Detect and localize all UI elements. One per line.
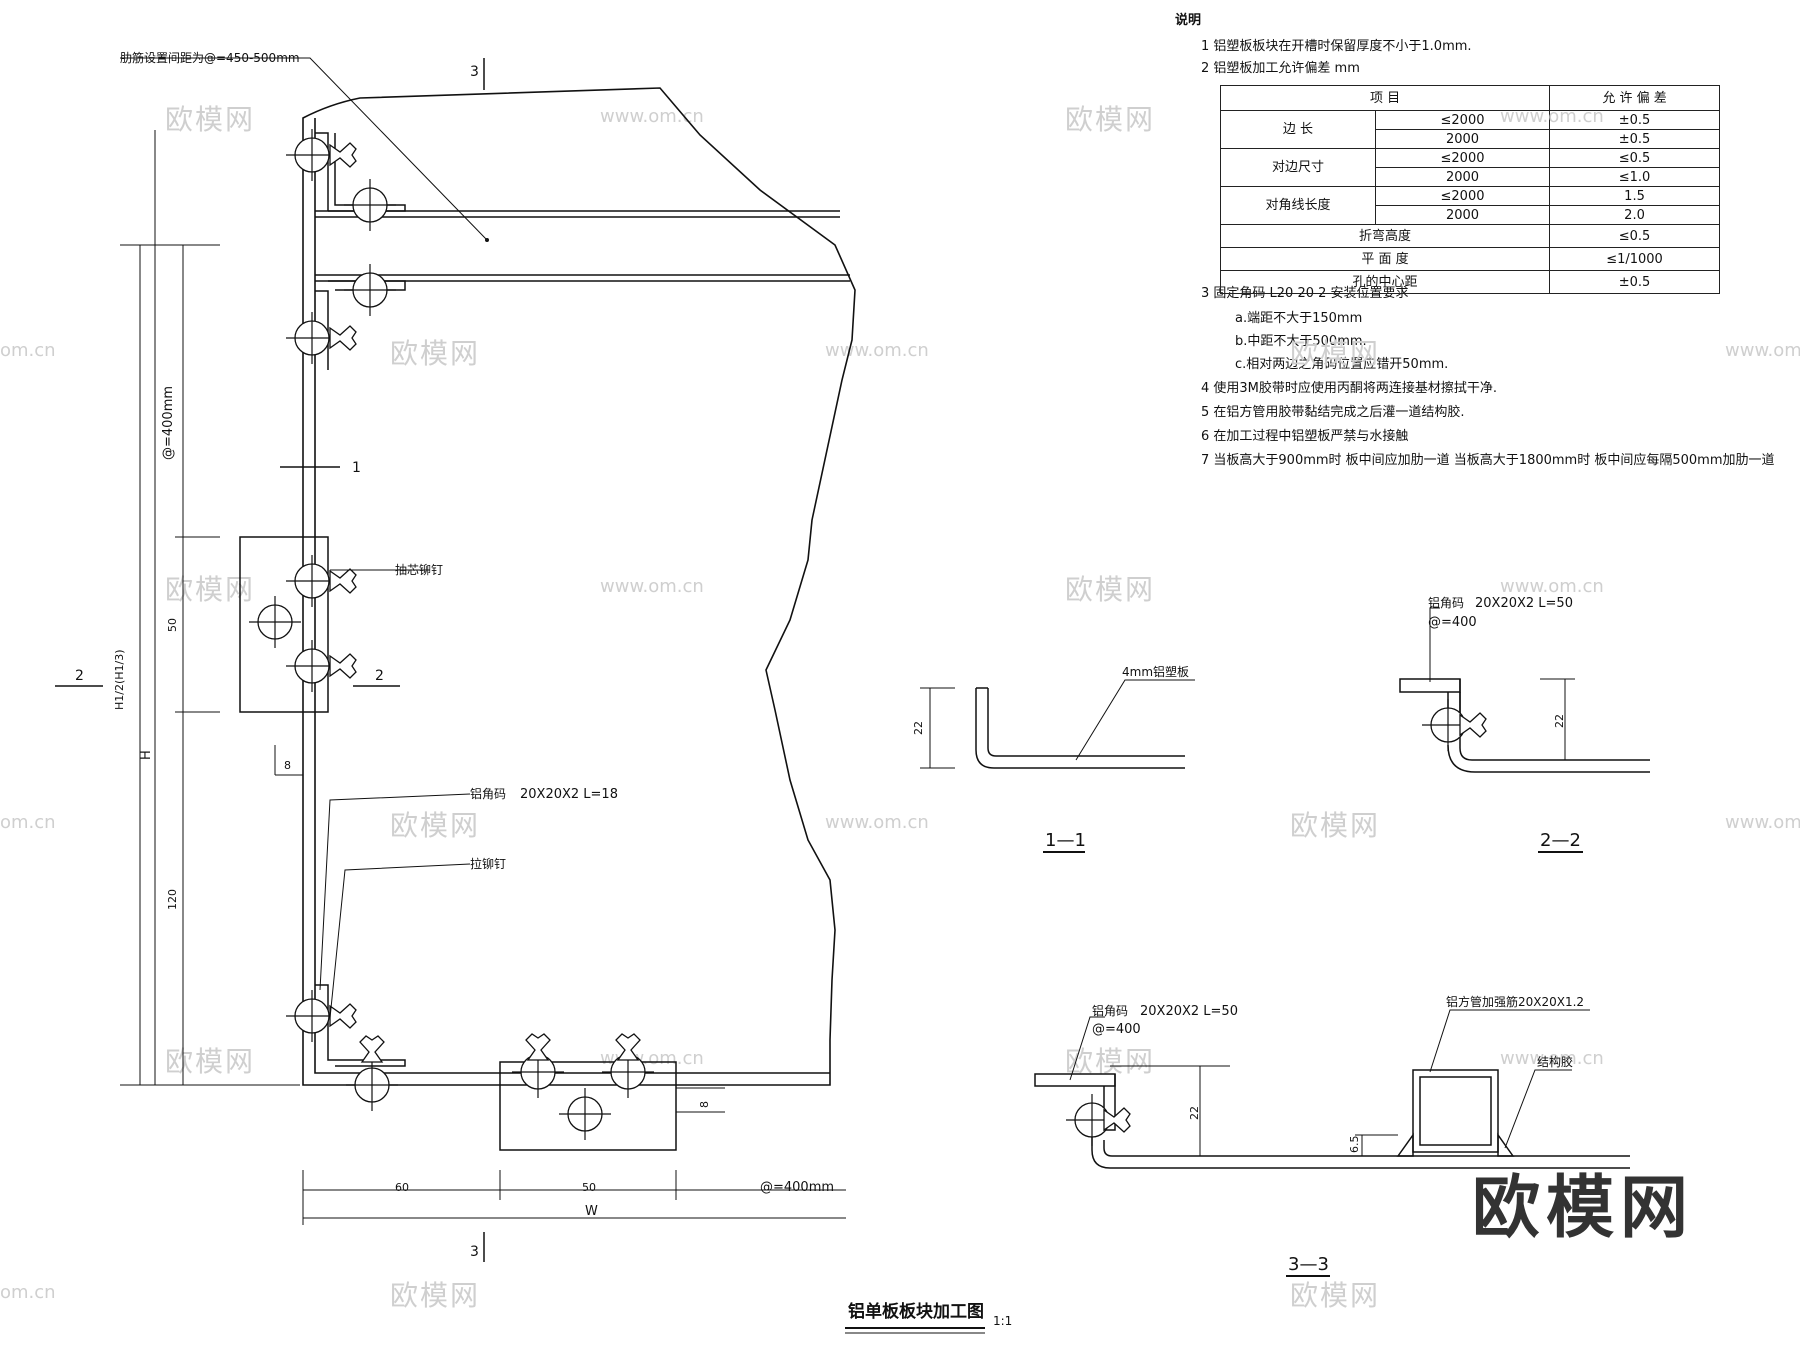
section11-dim: 22: [912, 721, 925, 735]
note-3a: a.端距不大于150mm: [1235, 311, 1363, 326]
section-2-2: [1399, 607, 1650, 773]
table-row: 对边尺寸 ≤2000 ≤0.5: [1220, 148, 1721, 187]
dimension-lines-vertical: [120, 130, 725, 1113]
table-cell: 边 长: [1220, 110, 1376, 149]
note-3c: c.相对两边之角码位置应错开50mm.: [1235, 357, 1449, 372]
note-4: 4 使用3M胶带时应使用丙酮将两连接基材擦拭干净.: [1201, 381, 1498, 396]
section-label-3-top: 3: [470, 64, 479, 80]
brand-logo: 欧模网: [1471, 1169, 1694, 1248]
section33-dim65: 6.5: [1348, 1136, 1361, 1154]
note-2: 2 铝塑板加工允许偏差 mm: [1201, 61, 1360, 76]
notes-header: 说明: [1175, 13, 1202, 28]
bottom-plate: [499, 1061, 677, 1151]
note-7: 7 当板高大于900mm时 板中间应加肋一道 当板高大于1800mm时 板中间应…: [1201, 453, 1775, 468]
dim-h-half: H1/2(H1/3): [113, 649, 126, 710]
section-1-1: [920, 679, 1195, 769]
side-plate: [239, 536, 329, 713]
table-cell: ≤0.5: [1549, 224, 1721, 248]
rivet-core-label: 抽芯铆钉: [395, 562, 443, 577]
leader-dot: [485, 238, 489, 242]
table-header-tolerance: 允 许 偏 差: [1549, 85, 1721, 111]
section11-name: 1—1: [1045, 830, 1086, 851]
section22-spacing: @=400: [1428, 615, 1477, 630]
table-row: 孔的中心距 ±0.5: [1219, 270, 1721, 294]
table-cell: 对角线长度: [1220, 186, 1376, 225]
note-1: 1 铝塑板板块在开槽时保留厚度不小于1.0mm.: [1201, 39, 1472, 54]
section-3-3: [1034, 1009, 1630, 1169]
section33-spacing: @=400: [1092, 1022, 1141, 1037]
table-header-item: 项 目: [1219, 85, 1551, 111]
table-cell: ≤1.0: [1549, 167, 1721, 187]
section11-label: 4mm铝塑板: [1122, 664, 1189, 679]
section-label-1: 1: [352, 460, 361, 476]
table-cell: 孔的中心距: [1219, 270, 1551, 294]
table-row: 2000 ≤1.0: [1221, 167, 1721, 187]
dim-50-horizontal: 50: [582, 1181, 596, 1194]
spacing-horizontal: @=400mm: [760, 1180, 834, 1195]
panel-outline: [302, 87, 856, 1086]
section33-name: 3—3: [1288, 1254, 1329, 1275]
dim-50-vertical: 50: [166, 618, 179, 632]
dim-8-bottom: 8: [698, 1101, 711, 1108]
dim-W: W: [585, 1204, 598, 1219]
section33-dim22: 22: [1188, 1106, 1201, 1120]
section33-angle-code: 铝角码: [1092, 1003, 1128, 1018]
note-3b: b.中距不大于500mm.: [1235, 334, 1367, 349]
table-row: 边 长 ≤2000 ±0.5: [1220, 110, 1721, 149]
table-cell: ±0.5: [1549, 270, 1721, 294]
angle-clip-bottom: [315, 984, 406, 1067]
rib-note: 肋筋设置间距为@=450-500mm: [120, 50, 300, 65]
section-label-2-right: 2: [375, 668, 384, 684]
note-6: 6 在加工过程中铝塑板严禁与水接触: [1201, 429, 1409, 444]
tolerance-table: 项 目 允 许 偏 差 边 长 ≤2000 ±0.5 2000 ±0.5 对边尺…: [1219, 85, 1721, 294]
table-row: 2000 ±0.5: [1221, 129, 1721, 149]
section33-spec: 20X20X2 L=50: [1140, 1004, 1238, 1019]
table-row: 对角线长度 ≤2000 1.5: [1220, 186, 1721, 225]
dim-120: 120: [166, 889, 179, 910]
section-label-3-bottom: 3: [470, 1244, 479, 1260]
table-cell: 对边尺寸: [1220, 148, 1376, 187]
section22-dim: 22: [1553, 714, 1566, 728]
spacing-vertical: @=400mm: [161, 386, 176, 460]
dim-60: 60: [395, 1181, 409, 1194]
table-header-row: 项 目 允 许 偏 差: [1219, 85, 1721, 111]
stiffening-rib: [315, 210, 850, 282]
pull-rivet-label: 拉铆钉: [470, 856, 506, 871]
section33-tube-label: 铝方管加强筋20X20X1.2: [1446, 994, 1584, 1009]
note-5: 5 在铝方管用胶带黏结完成之后灌一道结构胶.: [1201, 405, 1465, 420]
table-cell: 折弯高度: [1219, 224, 1551, 248]
section22-name: 2—2: [1540, 830, 1581, 851]
section-label-2-left: 2: [75, 668, 84, 684]
dim-8: 8: [284, 759, 291, 772]
table-cell: ±0.5: [1549, 110, 1721, 130]
section33-glue-label: 结构胶: [1537, 1054, 1573, 1069]
dimension-lines-horizontal: [302, 1170, 846, 1225]
dim-H: H: [139, 750, 154, 760]
table-row: 折弯高度 ≤0.5: [1219, 224, 1721, 248]
angle-code-label: 铝角码: [470, 786, 506, 801]
section22-spec: 20X20X2 L=50: [1475, 596, 1573, 611]
angle-spec-label: 20X20X2 L=18: [520, 787, 618, 802]
section-markers: [55, 58, 485, 1262]
leader-lines: [120, 57, 488, 1019]
drawing-scale: 1:1: [993, 1314, 1012, 1328]
section22-angle-code: 铝角码: [1428, 595, 1464, 610]
drawing-title: 铝单板板块加工图: [848, 1301, 984, 1322]
